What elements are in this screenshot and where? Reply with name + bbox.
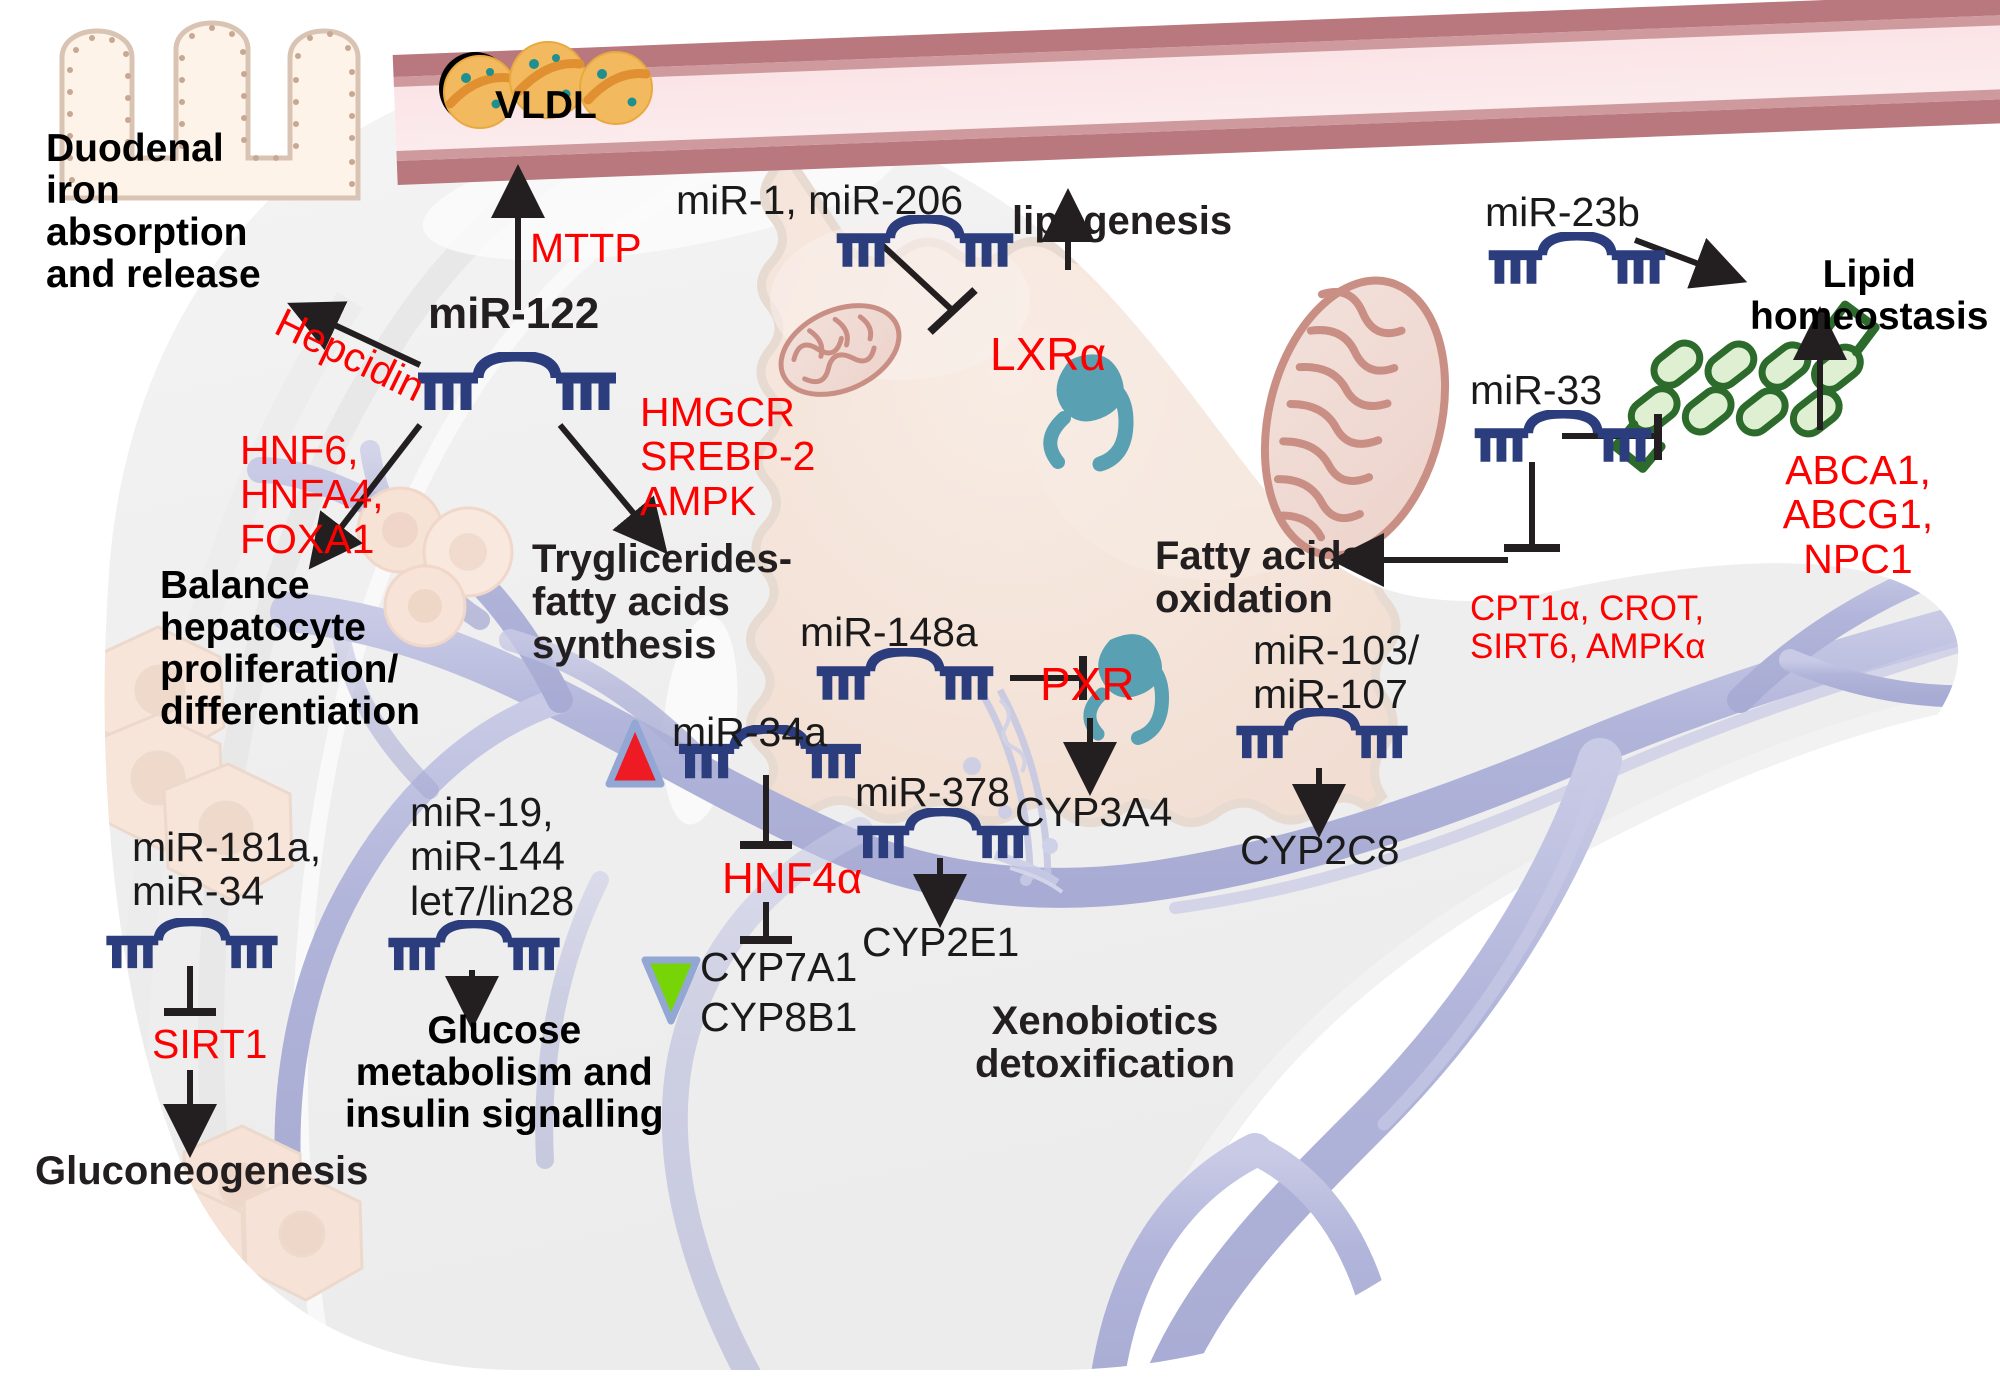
mirna-hairpin-icon: [816, 648, 994, 700]
portal-vein-tree: [247, 440, 1959, 1370]
label-glucose-metabolism: Glucose metabolism and insulin signallin…: [345, 1009, 664, 1137]
mitochondrion-large: [1260, 276, 1450, 560]
label-cyp8b1: CYP8B1: [700, 994, 858, 1040]
pxr-receptor-protein: [1083, 634, 1170, 745]
label-mir-23b: miR-23b: [1485, 189, 1640, 235]
label-triglycerides: Tryglicerides- fatty acids synthesis: [532, 537, 793, 668]
label-mir-148a: miR-148a: [800, 609, 978, 655]
mirna-hairpin-icon: [106, 918, 278, 969]
label-gluconeogenesis: Gluconeogenesis: [35, 1149, 369, 1193]
mirna-hairpin-icon: [418, 352, 616, 410]
label-mir-122: miR-122: [428, 289, 600, 338]
vldl-particle-group: [443, 41, 653, 129]
mitochondrion-small: [778, 303, 902, 397]
label-sirt1: SIRT1: [152, 1021, 268, 1067]
mirna-hairpin-icon: [388, 920, 560, 971]
label-cpt-group: CPT1α, CROT, SIRT6, AMPKα: [1470, 589, 1706, 666]
label-abc-group: ABCA1, ABCG1, NPC1: [1782, 447, 1934, 582]
label-mir-33: miR-33: [1470, 367, 1603, 413]
label-duodenal-iron: Duodenal iron absorption and release: [46, 127, 261, 297]
up-triangle-icon: [605, 719, 665, 788]
blood-vessel-top: [392, 0, 2000, 185]
down-triangle-icon: [641, 956, 701, 1025]
label-pxr: PXR: [1040, 658, 1135, 710]
label-cyp2c8: CYP2C8: [1240, 827, 1400, 873]
label-hnf4a: HNF4α: [722, 854, 863, 903]
label-mir-1-206: miR-1, miR-206: [676, 177, 964, 223]
label-mir-34a: miR-34a: [672, 709, 827, 755]
mirna-hairpin-icon: [679, 725, 861, 779]
label-mir-181a-34: miR-181a, miR-34: [132, 824, 322, 915]
duodenal-villi-illustration: [59, 20, 361, 201]
label-lipid-homeostasis: Lipid homeostasis: [1750, 253, 1989, 339]
hepatocyte-cells-polygonal: [104, 625, 294, 902]
mirna-hairpin-icon: [1488, 232, 1666, 284]
label-mir-103-107: miR-103/ miR-107: [1253, 627, 1420, 718]
label-lxra: LXRα: [990, 328, 1107, 380]
label-lipogenesis: lipogenesis: [1012, 199, 1233, 243]
mirna-hairpin-icon: [1236, 708, 1408, 759]
lxr-receptor-protein: [1043, 354, 1134, 472]
label-cyp7a1: CYP7A1: [700, 944, 858, 990]
label-cyp2e1: CYP2E1: [862, 919, 1020, 965]
label-xenobiotics: Xenobiotics detoxification: [975, 999, 1236, 1087]
label-vldl: VLDL: [495, 84, 597, 127]
mirna-hairpin-icon: [1474, 410, 1652, 462]
label-mir-19-144-let7: miR-19, miR-144 let7/lin28: [410, 789, 575, 924]
label-fatty-acid-oxidation: Fatty acids oxidation: [1155, 534, 1364, 622]
label-hnf-group: HNF6, HNFA4, FOXA1: [240, 427, 384, 562]
label-mttp: MTTP: [530, 225, 642, 271]
mirna-hairpin-icon: [857, 808, 1029, 859]
mirna-hairpin-icon: [836, 215, 1014, 267]
label-cyp3a4: CYP3A4: [1015, 789, 1173, 835]
endoplasmic-reticulum: [963, 688, 1064, 894]
label-mir-378: miR-378: [855, 769, 1010, 815]
label-hmgcr-group: HMGCR SREBP-2 AMPK: [640, 389, 816, 524]
label-balance-hepatocyte: Balance hepatocyte proliferation/ differ…: [160, 564, 420, 734]
